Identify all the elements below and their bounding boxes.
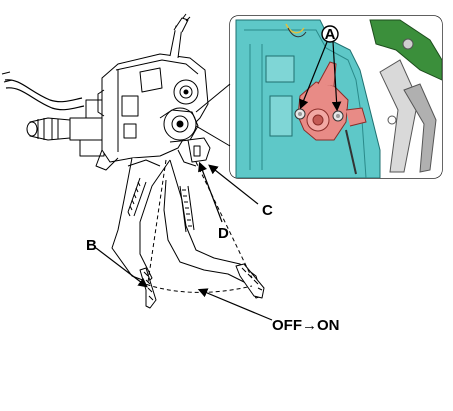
inset-callout [195,83,231,147]
label-b: B [86,237,97,254]
sensor-body [26,99,105,157]
hose [4,79,83,103]
red-clamp [297,61,367,141]
pedal-arm [111,157,171,309]
pedal-assembly-illustration [1,13,265,309]
leader-c [208,164,259,205]
motion-lines [139,159,253,293]
leader-d [198,161,223,223]
green-part [369,19,442,81]
switch-component [177,137,211,167]
label-c: C [262,202,273,219]
leader-b [95,247,148,288]
leader-off-on [197,288,273,321]
label-off-on: OFF→ON [272,317,340,334]
pedal-arm-right [163,159,265,299]
stopper-rod [169,13,191,59]
detail-inset: A [229,15,443,179]
label-d: D [218,225,229,242]
label-a-circle [321,25,339,43]
label-a: A [325,26,336,43]
